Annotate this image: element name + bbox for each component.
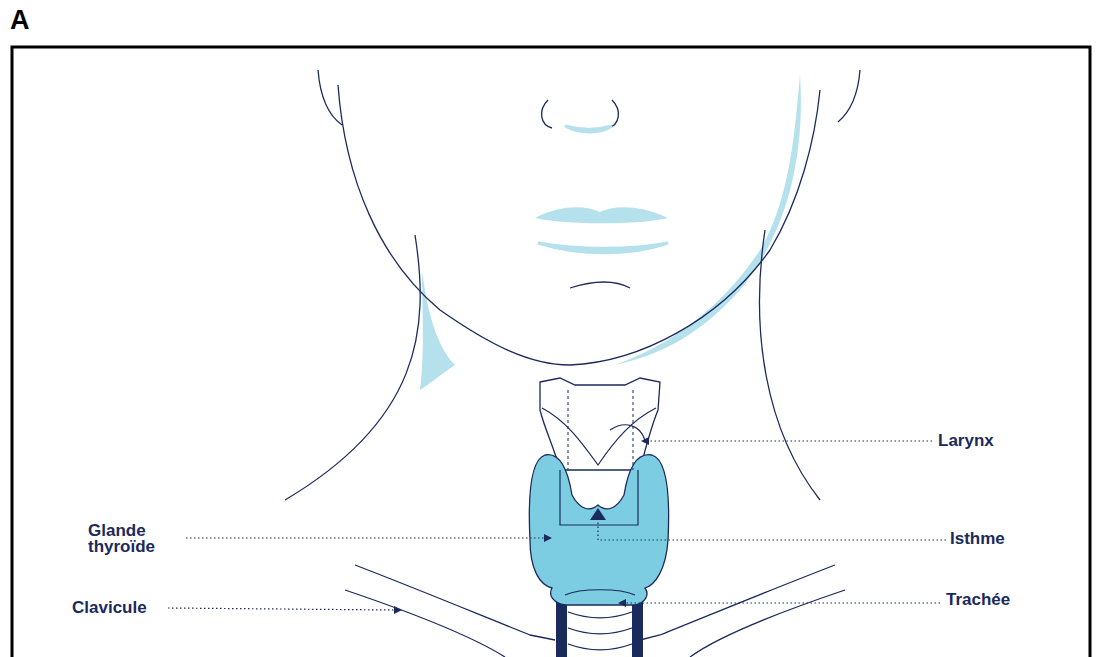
clavicle [345, 590, 505, 657]
leader-line [168, 608, 395, 610]
part-label: Trachée [946, 592, 1066, 608]
trachea-wall [632, 598, 643, 657]
part-label: Glande thyroïde [88, 523, 178, 555]
leader-line [598, 518, 946, 540]
thyroid-detail [565, 590, 635, 595]
clavicle [355, 565, 555, 640]
part-label: Larynx [938, 433, 1058, 449]
thyroid-gland [529, 455, 668, 605]
arrowhead [394, 606, 402, 614]
larynx-detail [610, 425, 645, 440]
trachea-ring [568, 612, 632, 650]
nose-shade [565, 126, 612, 132]
nose [608, 100, 618, 128]
arrowhead [641, 437, 649, 445]
lip [535, 207, 668, 223]
clavicle [640, 565, 835, 640]
guide-line [568, 390, 633, 470]
leader-line [648, 440, 932, 441]
chin-line [570, 282, 630, 288]
frame [12, 47, 1090, 657]
neck-shade [420, 270, 455, 390]
leader-line [625, 602, 940, 603]
clavicle [690, 590, 845, 657]
trachea-wall [556, 598, 567, 657]
isthmus-notch [590, 508, 606, 520]
arrowhead [544, 534, 552, 542]
panel-letter: A [10, 6, 70, 34]
part-label: Isthme [950, 531, 1070, 547]
leader-line [186, 537, 545, 538]
nose [542, 100, 552, 128]
neck-line [285, 235, 420, 500]
ear [318, 70, 342, 125]
part-label: Clavicule [72, 600, 192, 616]
larynx-detail [542, 408, 656, 465]
thyroid-detail [560, 470, 638, 525]
neck-line [760, 230, 820, 500]
face-outline [338, 85, 820, 365]
arrowhead [594, 511, 602, 519]
arrowhead [618, 599, 626, 607]
lip [538, 243, 668, 253]
ear [838, 70, 860, 122]
